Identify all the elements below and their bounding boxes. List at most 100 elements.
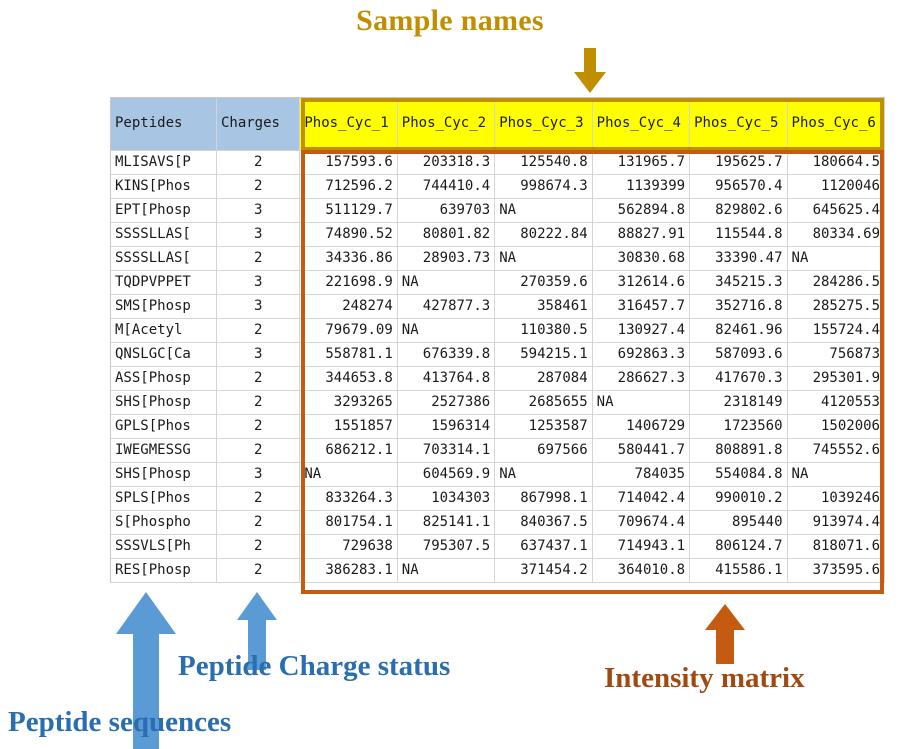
cell-intensity[interactable]: 714042.4 xyxy=(592,486,691,511)
cell-intensity[interactable]: 195625.7 xyxy=(689,150,788,175)
cell-intensity[interactable]: 1723560 xyxy=(689,414,788,439)
cell-peptide[interactable]: MLISAVS[P xyxy=(111,150,217,175)
cell-intensity[interactable]: 808891.8 xyxy=(689,438,788,463)
cell-intensity[interactable]: 637437.1 xyxy=(494,534,593,559)
cell-intensity[interactable]: 1139399 xyxy=(592,174,691,199)
cell-intensity[interactable]: 692863.3 xyxy=(592,342,691,367)
cell-charge[interactable]: 3 xyxy=(216,462,301,487)
cell-intensity[interactable]: 562894.8 xyxy=(592,198,691,223)
cell-intensity[interactable]: 180664.5 xyxy=(787,150,886,175)
cell-intensity[interactable]: 712596.2 xyxy=(299,174,398,199)
cell-intensity[interactable]: 28903.73 xyxy=(397,246,496,271)
cell-intensity[interactable]: 729638 xyxy=(299,534,398,559)
cell-intensity[interactable]: NA xyxy=(299,462,398,487)
cell-intensity[interactable]: 1596314 xyxy=(397,414,496,439)
cell-intensity[interactable]: NA xyxy=(787,462,886,487)
cell-intensity[interactable]: 756873 xyxy=(787,342,886,367)
cell-intensity[interactable]: NA xyxy=(494,246,593,271)
cell-charge[interactable]: 2 xyxy=(216,510,301,535)
cell-charge[interactable]: 2 xyxy=(216,486,301,511)
cell-intensity[interactable]: 558781.1 xyxy=(299,342,398,367)
cell-intensity[interactable]: NA xyxy=(494,198,593,223)
cell-intensity[interactable]: 594215.1 xyxy=(494,342,593,367)
cell-peptide[interactable]: SMS[Phosp xyxy=(111,294,217,319)
cell-intensity[interactable]: 344653.8 xyxy=(299,366,398,391)
cell-peptide[interactable]: M[Acetyl xyxy=(111,318,217,343)
cell-intensity[interactable]: 1253587 xyxy=(494,414,593,439)
cell-charge[interactable]: 3 xyxy=(216,270,301,295)
column-header-phos-cyc-5[interactable]: Phos_Cyc_5 xyxy=(689,98,788,151)
cell-intensity[interactable]: 203318.3 xyxy=(397,150,496,175)
cell-intensity[interactable]: 554084.8 xyxy=(689,462,788,487)
cell-intensity[interactable]: 1551857 xyxy=(299,414,398,439)
cell-intensity[interactable]: 1039246 xyxy=(787,486,886,511)
cell-intensity[interactable]: 82461.96 xyxy=(689,318,788,343)
cell-intensity[interactable]: 818071.6 xyxy=(787,534,886,559)
cell-charge[interactable]: 2 xyxy=(216,390,301,415)
cell-intensity[interactable]: 312614.6 xyxy=(592,270,691,295)
cell-intensity[interactable]: 604569.9 xyxy=(397,462,496,487)
cell-intensity[interactable]: NA xyxy=(494,462,593,487)
cell-intensity[interactable]: 956570.4 xyxy=(689,174,788,199)
cell-intensity[interactable]: 316457.7 xyxy=(592,294,691,319)
cell-intensity[interactable]: 115544.8 xyxy=(689,222,788,247)
cell-intensity[interactable]: 2685655 xyxy=(494,390,593,415)
column-header-charges[interactable]: Charges xyxy=(216,98,301,151)
cell-intensity[interactable]: 79679.09 xyxy=(299,318,398,343)
cell-intensity[interactable]: NA xyxy=(397,318,496,343)
cell-intensity[interactable]: 639703 xyxy=(397,198,496,223)
cell-charge[interactable]: 2 xyxy=(216,534,301,559)
cell-intensity[interactable]: NA xyxy=(592,390,691,415)
cell-intensity[interactable]: 74890.52 xyxy=(299,222,398,247)
cell-intensity[interactable]: 1120046 xyxy=(787,174,886,199)
cell-intensity[interactable]: 221698.9 xyxy=(299,270,398,295)
spreadsheet-table[interactable]: Peptides Charges Phos_Cyc_1 Phos_Cyc_2 P… xyxy=(110,97,886,583)
cell-intensity[interactable]: 913974.4 xyxy=(787,510,886,535)
cell-intensity[interactable]: NA xyxy=(787,246,886,271)
cell-intensity[interactable]: 1502006 xyxy=(787,414,886,439)
cell-intensity[interactable]: 287084 xyxy=(494,366,593,391)
cell-intensity[interactable]: 2318149 xyxy=(689,390,788,415)
cell-intensity[interactable]: 676339.8 xyxy=(397,342,496,367)
cell-intensity[interactable]: 645625.4 xyxy=(787,198,886,223)
cell-charge[interactable]: 3 xyxy=(216,222,301,247)
cell-intensity[interactable]: 697566 xyxy=(494,438,593,463)
cell-intensity[interactable]: 709674.4 xyxy=(592,510,691,535)
cell-intensity[interactable]: 801754.1 xyxy=(299,510,398,535)
cell-intensity[interactable]: 867998.1 xyxy=(494,486,593,511)
cell-charge[interactable]: 2 xyxy=(216,246,301,271)
cell-intensity[interactable]: 3293265 xyxy=(299,390,398,415)
cell-charge[interactable]: 2 xyxy=(216,150,301,175)
cell-intensity[interactable]: 155724.4 xyxy=(787,318,886,343)
cell-intensity[interactable]: 352716.8 xyxy=(689,294,788,319)
cell-intensity[interactable]: 806124.7 xyxy=(689,534,788,559)
cell-peptide[interactable]: SSSVLS[Ph xyxy=(111,534,217,559)
cell-intensity[interactable]: 1034303 xyxy=(397,486,496,511)
cell-charge[interactable]: 2 xyxy=(216,414,301,439)
column-header-phos-cyc-6[interactable]: Phos_Cyc_6 xyxy=(787,98,886,151)
cell-charge[interactable]: 3 xyxy=(216,198,301,223)
cell-intensity[interactable]: NA xyxy=(397,270,496,295)
cell-intensity[interactable]: 248274 xyxy=(299,294,398,319)
cell-charge[interactable]: 3 xyxy=(216,342,301,367)
cell-intensity[interactable]: 714943.1 xyxy=(592,534,691,559)
cell-peptide[interactable]: SHS[Phosp xyxy=(111,462,217,487)
cell-intensity[interactable]: 130927.4 xyxy=(592,318,691,343)
cell-intensity[interactable]: 587093.6 xyxy=(689,342,788,367)
cell-intensity[interactable]: 825141.1 xyxy=(397,510,496,535)
cell-charge[interactable]: 2 xyxy=(216,174,301,199)
cell-intensity[interactable]: 703314.1 xyxy=(397,438,496,463)
cell-intensity[interactable]: 125540.8 xyxy=(494,150,593,175)
cell-intensity[interactable]: 795307.5 xyxy=(397,534,496,559)
cell-intensity[interactable]: 833264.3 xyxy=(299,486,398,511)
cell-intensity[interactable]: 840367.5 xyxy=(494,510,593,535)
cell-peptide[interactable]: TQDPVPPET xyxy=(111,270,217,295)
